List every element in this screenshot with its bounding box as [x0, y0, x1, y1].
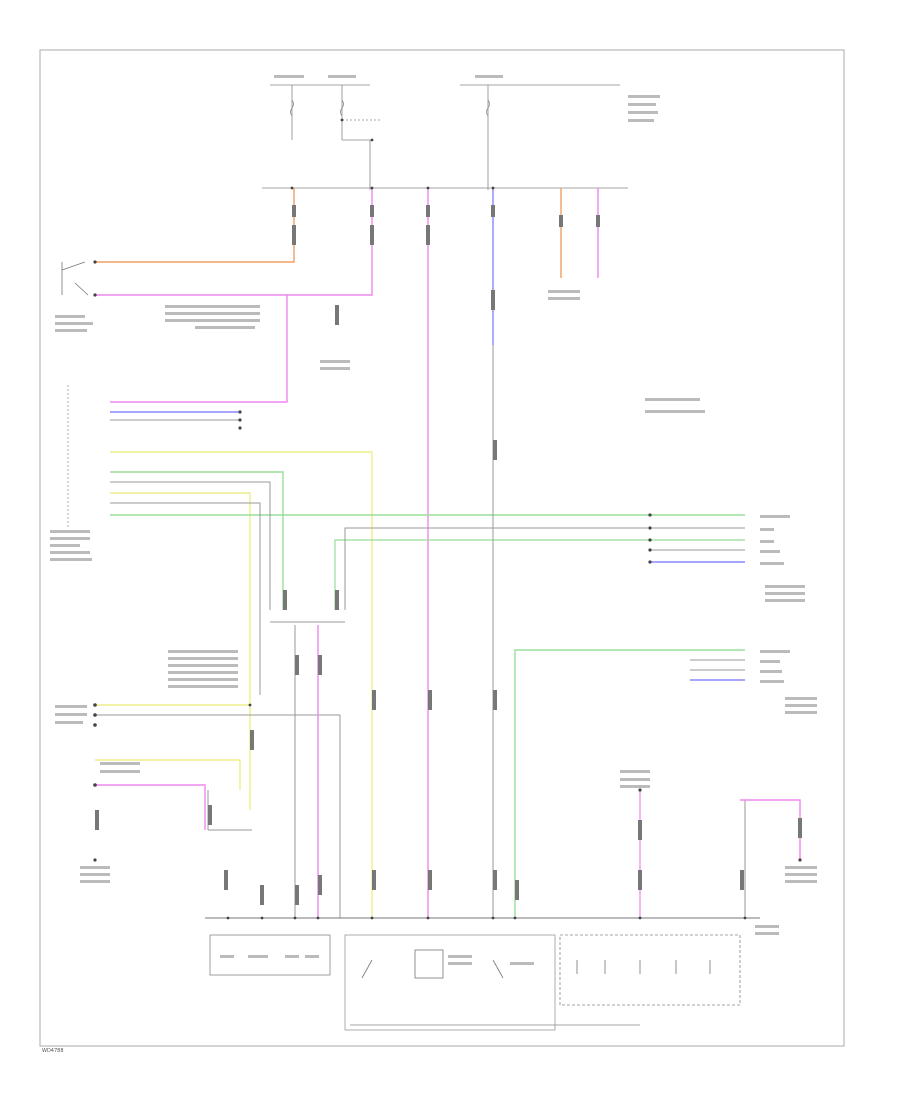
component-block-center	[344, 934, 556, 1031]
left-switch-symbol	[61, 261, 89, 296]
wire-pink-7	[740, 799, 801, 860]
label-marks	[50, 75, 817, 965]
wire-gray-group	[95, 345, 746, 918]
switch-symbols	[361, 959, 711, 979]
wire-pink-2	[110, 295, 288, 403]
wire-green-3	[514, 649, 745, 918]
wire-yellow-4	[95, 759, 241, 790]
terminal-dots	[93, 118, 802, 920]
wire-yellow-1	[110, 451, 373, 918]
wire-green-1	[110, 471, 284, 610]
footer-code: WD4788	[42, 1048, 64, 1054]
wire-orange-1	[95, 188, 295, 263]
power-distribution-top	[262, 84, 628, 190]
component-block-left	[209, 934, 331, 976]
relay-box	[414, 949, 444, 979]
fuse-symbols	[290, 99, 490, 117]
wire-pink-1	[95, 188, 373, 296]
component-block-right	[559, 934, 741, 1006]
connector-stubs	[95, 205, 802, 905]
diagram-frame	[39, 49, 845, 1047]
wire-green-4	[334, 539, 745, 610]
wire-pink-6	[95, 784, 206, 830]
